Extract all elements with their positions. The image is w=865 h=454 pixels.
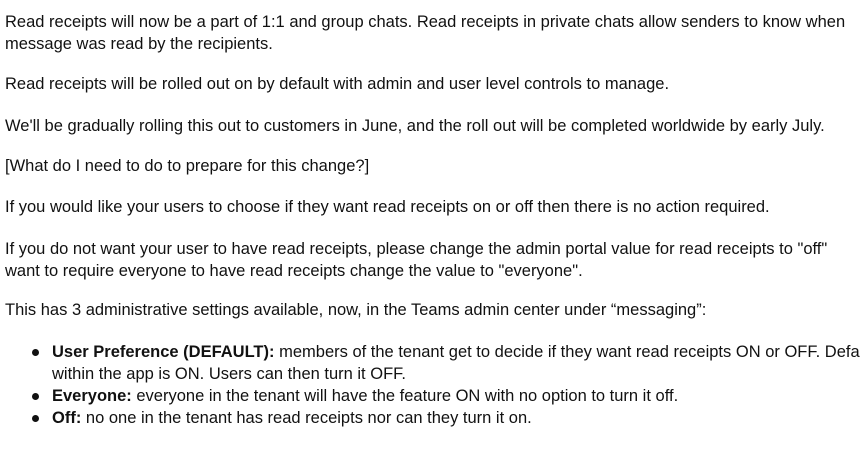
- bullet-icon: [32, 349, 39, 356]
- setting-term: Everyone:: [52, 387, 132, 405]
- paragraph-admin-portal-instructions: If you do not want your user to have rea…: [5, 238, 827, 282]
- paragraph-read-receipts-intro: Read receipts will now be a part of 1:1 …: [5, 11, 845, 55]
- paragraph-line: want to require everyone to have read re…: [5, 262, 583, 280]
- list-item-user-preference: User Preference (DEFAULT): members of th…: [5, 341, 860, 385]
- setting-description: everyone in the tenant will have the fea…: [131, 387, 679, 405]
- paragraph-line: message was read by the recipients.: [5, 35, 273, 53]
- paragraph-no-action: If you would like your users to choose i…: [5, 198, 770, 216]
- setting-description: no one in the tenant has read receipts n…: [81, 409, 532, 427]
- setting-description-continued: within the app is ON. Users can then tur…: [52, 365, 406, 383]
- setting-term: Off:: [52, 409, 82, 427]
- bullet-icon: [32, 415, 39, 422]
- setting-term: User Preference (DEFAULT):: [52, 343, 275, 361]
- bullet-icon: [32, 393, 39, 400]
- settings-list: User Preference (DEFAULT): members of th…: [5, 341, 860, 429]
- paragraph-settings-intro: This has 3 administrative settings avail…: [5, 301, 707, 319]
- paragraph-line: Read receipts will now be a part of 1:1 …: [5, 13, 846, 31]
- setting-description: members of the tenant get to decide if t…: [274, 343, 860, 361]
- list-item-off: Off: no one in the tenant has read recei…: [5, 407, 860, 429]
- paragraph-line: If you do not want your user to have rea…: [5, 240, 828, 258]
- paragraph-rollout-timeline: We'll be gradually rolling this out to c…: [5, 117, 825, 135]
- paragraph-rollout-default: Read receipts will be rolled out on by d…: [5, 75, 670, 93]
- list-item-everyone: Everyone: everyone in the tenant will ha…: [5, 385, 860, 407]
- paragraph-prepare-heading: [What do I need to do to prepare for thi…: [5, 157, 370, 175]
